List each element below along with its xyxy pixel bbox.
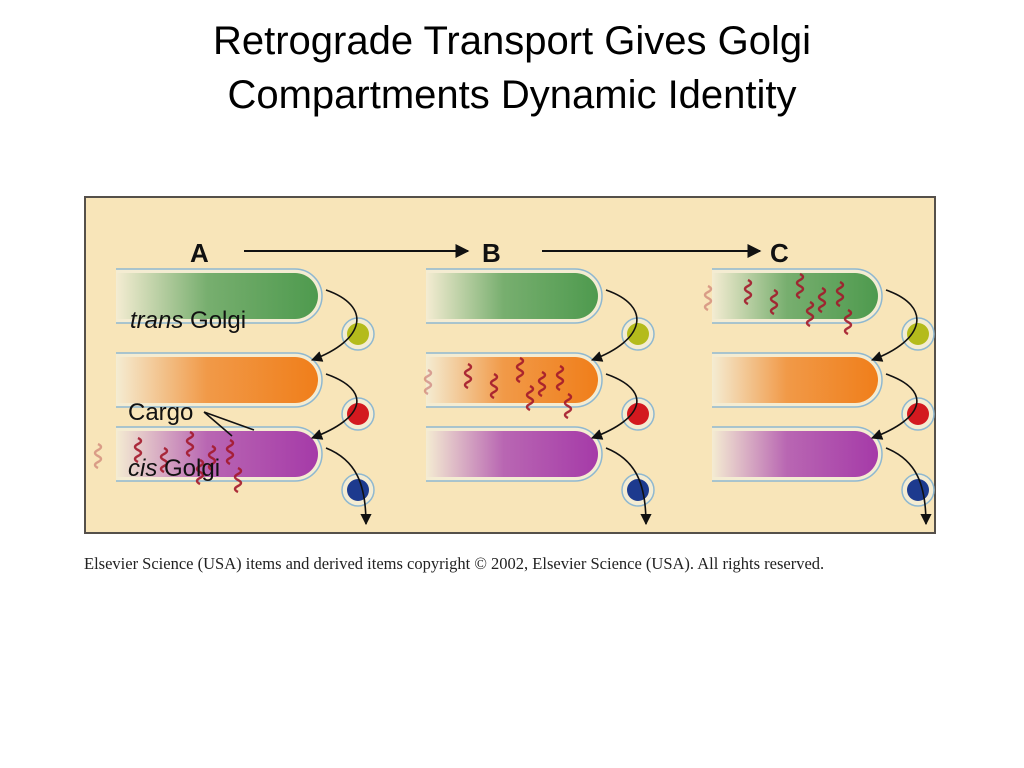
cargo-protein-a-3 xyxy=(185,430,195,458)
vesicle-c-3 xyxy=(907,479,929,501)
cargo-protein-a-1 xyxy=(133,436,143,464)
golgi-diagram: A B C trans Golgi Cargo cis Golgi xyxy=(93,238,935,526)
cargo-label: Cargo xyxy=(128,399,193,426)
cargo-protein-a-7 xyxy=(233,466,243,494)
cargo-protein-c-7 xyxy=(843,308,853,336)
title-line-2: Compartments Dynamic Identity xyxy=(227,73,797,117)
cisterna-a-trans xyxy=(116,273,318,319)
cargo-protein-b-8 xyxy=(423,368,433,396)
vesicle-b-3 xyxy=(627,479,649,501)
cargo-protein-a-8 xyxy=(93,442,103,470)
cargo-protein-c-1 xyxy=(743,278,753,306)
cis-golgi-label: cis Golgi xyxy=(128,455,220,482)
cargo-protein-c-3 xyxy=(795,272,805,300)
vesicle-b-1 xyxy=(627,323,649,345)
cisternae-layer xyxy=(116,268,883,482)
cargo-protein-b-2 xyxy=(489,372,499,400)
cis-italic: cis xyxy=(128,455,157,482)
panel-label-b: B xyxy=(482,238,501,268)
vesicle-a-3 xyxy=(347,479,369,501)
cargo-protein-c-4 xyxy=(817,286,827,314)
cis-golgi-word: Golgi xyxy=(157,455,220,482)
retrograde-arrow-a-3 xyxy=(325,447,372,526)
retrograde-arrow-c-3 xyxy=(885,447,932,526)
cisterna-b-medial xyxy=(426,357,598,403)
cargo-protein-b-6 xyxy=(555,364,565,392)
cargo-protein-a-4 xyxy=(207,444,217,472)
retrograde-arrow-c-2 xyxy=(870,373,918,440)
vesicle-b-2 xyxy=(627,403,649,425)
cargo-protein-b-7 xyxy=(563,392,573,420)
copyright-notice: Elsevier Science (USA) items and derived… xyxy=(84,554,825,573)
retrograde-arrow-a-1 xyxy=(310,289,358,362)
vesicle-a-1 xyxy=(347,323,369,345)
cargo-protein-b-3 xyxy=(515,356,525,384)
retrograde-arrow-b-1 xyxy=(590,289,638,362)
trans-italic: trans xyxy=(130,307,183,334)
cisterna-c-trans xyxy=(712,273,878,319)
cisterna-b-trans xyxy=(426,273,598,319)
retrograde-arrow-b-3 xyxy=(605,447,652,526)
cargo-protein-c-8 xyxy=(703,284,713,312)
retrograde-arrow-a-2 xyxy=(310,373,358,440)
cargo-pointer-lines xyxy=(203,411,255,437)
cisterna-c-cis xyxy=(712,431,878,477)
cargo-protein-a-2 xyxy=(159,446,169,474)
cargo-protein-b-4 xyxy=(537,370,547,398)
cargo-protein-c-5 xyxy=(805,300,815,328)
golgi-figure: A B C trans Golgi Cargo cis Golgi xyxy=(84,196,936,534)
trans-golgi-word: Golgi xyxy=(183,307,246,334)
retrograde-arrow-b-2 xyxy=(590,373,638,440)
cisterna-c-medial xyxy=(712,357,878,403)
cargo-protein-b-5 xyxy=(525,384,535,412)
title-line-1: Retrograde Transport Gives Golgi xyxy=(212,19,812,63)
retrograde-arrow-c-1 xyxy=(870,289,918,362)
vesicles-layer xyxy=(341,317,935,507)
cargo-protein-b-1 xyxy=(463,362,473,390)
cisterna-b-cis xyxy=(426,431,598,477)
cargo-layer xyxy=(93,272,853,494)
cargo-protein-a-6 xyxy=(225,438,235,466)
panel-label-c: C xyxy=(770,238,789,268)
cisterna-a-medial xyxy=(116,357,318,403)
cargo-protein-a-5 xyxy=(195,458,205,486)
panel-label-a: A xyxy=(190,238,209,268)
vesicle-c-2 xyxy=(907,403,929,425)
vesicle-a-2 xyxy=(347,403,369,425)
slide-title: Retrograde Transport Gives Golgi Compart… xyxy=(0,14,1024,122)
arrows-layer xyxy=(310,289,932,526)
cargo-protein-c-6 xyxy=(835,280,845,308)
vesicle-c-1 xyxy=(907,323,929,345)
trans-golgi-label: trans Golgi xyxy=(130,307,246,334)
cargo-protein-c-2 xyxy=(769,288,779,316)
